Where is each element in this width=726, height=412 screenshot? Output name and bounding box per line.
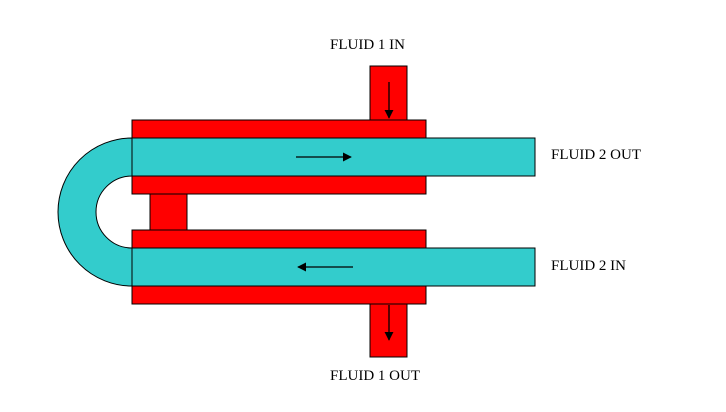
tube-u-bend bbox=[57, 137, 133, 287]
fluid1-in-label: FLUID 1 IN bbox=[330, 37, 405, 53]
fluid2-in-label: FLUID 2 IN bbox=[551, 258, 626, 274]
fluid2-out-label: FLUID 2 OUT bbox=[551, 147, 641, 163]
fluid1-out-label: FLUID 1 OUT bbox=[330, 368, 420, 384]
shell-connector bbox=[149, 193, 188, 231]
